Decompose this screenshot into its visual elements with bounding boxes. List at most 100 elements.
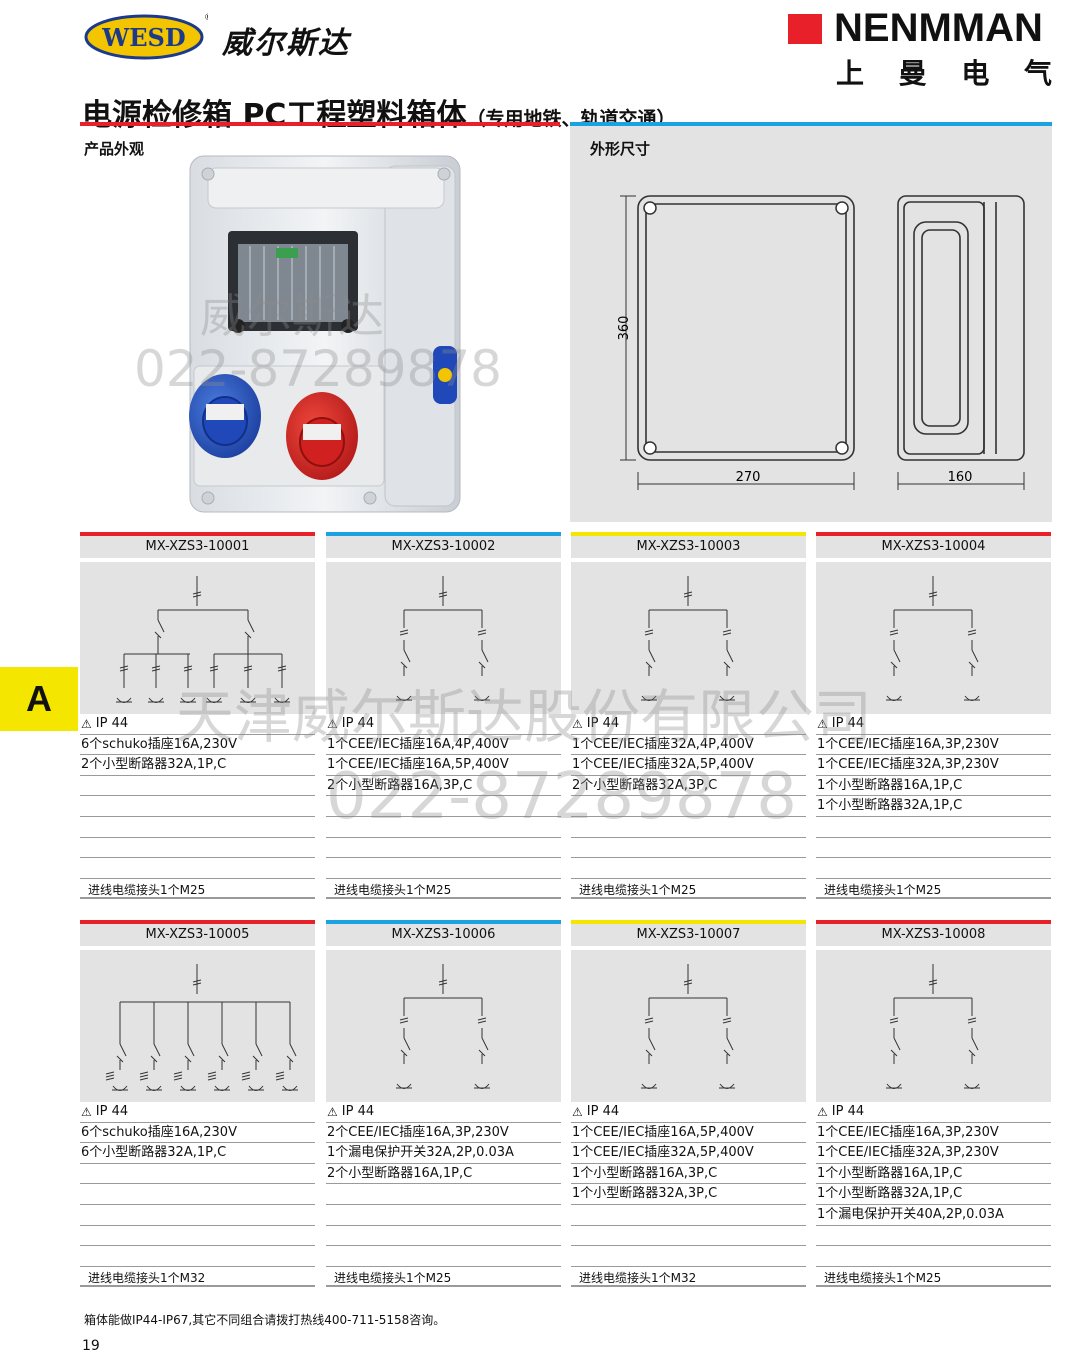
- circuit-line: [400, 661, 408, 669]
- circuit-line: [173, 1074, 183, 1078]
- spec-row: [571, 858, 806, 879]
- spec-row: [80, 838, 315, 859]
- circuit-line: [722, 632, 732, 636]
- circuit-line: [157, 619, 165, 633]
- spec-row: [816, 838, 1051, 859]
- circuit-line: [683, 979, 693, 983]
- circuit-line: [403, 1037, 411, 1051]
- circuit-line: [119, 668, 129, 672]
- product-photo-area: 产品外观: [80, 126, 560, 522]
- spec-row: 1个小型断路器32A,1P,C: [816, 1184, 1051, 1205]
- spec-row: [326, 1226, 561, 1247]
- spec-row: [571, 817, 806, 838]
- circuit-line: [187, 1043, 195, 1057]
- ip-rating-row: ⚠IP 44: [326, 714, 561, 735]
- circuit-diagram-svg: [105, 964, 298, 1091]
- circuit-line: [399, 632, 409, 636]
- circuit-line: [722, 1017, 732, 1021]
- circuit-line: [289, 1043, 297, 1057]
- product-model: MX-XZS3-10007: [571, 924, 806, 946]
- circuit-line: [723, 1049, 731, 1057]
- circuit-line: [889, 632, 899, 636]
- wesd-chinese-name: 威尔斯达: [222, 26, 350, 61]
- nenmman-chinese-name: 上 曼 电 气: [836, 52, 1052, 92]
- cable-gland: 进线电缆接头1个M25: [816, 1267, 1051, 1287]
- spec-row: 1个CEE/IEC插座16A,5P,400V: [571, 1123, 806, 1144]
- circuit-line: [105, 1074, 115, 1078]
- spec-row: [571, 1226, 806, 1247]
- circuit-line: [255, 1043, 263, 1057]
- title-underline-red: [80, 122, 560, 126]
- circuit-line: [644, 1020, 654, 1024]
- spec-row: [326, 838, 561, 859]
- card-color-bar: [571, 532, 806, 536]
- cable-gland: 进线电缆接头1个M25: [326, 1267, 561, 1287]
- circuit-line: [183, 668, 193, 672]
- spec-row: 2个小型断路器16A,1P,C: [326, 1164, 561, 1185]
- circuit-line: [971, 1037, 979, 1051]
- dimension-width-label: 270: [736, 470, 761, 485]
- spec-row: 2个CEE/IEC插座16A,3P,230V: [326, 1123, 561, 1144]
- circuit-diagram: [326, 562, 561, 714]
- spec-row: 1个CEE/IEC插座16A,3P,230V: [816, 735, 1051, 756]
- wesd-logo: WESD ®: [84, 13, 208, 60]
- circuit-line: [207, 1077, 217, 1081]
- warning-triangle-icon: ⚠: [572, 716, 583, 731]
- circuit-line: [438, 979, 448, 983]
- ip-rating-row: ⚠IP 44: [80, 1102, 315, 1123]
- circuit-diagram: [326, 950, 561, 1102]
- spec-row: 1个CEE/IEC插座32A,3P,230V: [816, 755, 1051, 776]
- spec-row: 1个CEE/IEC插座32A,5P,400V: [571, 755, 806, 776]
- ip-rating: IP 44: [95, 1103, 129, 1119]
- circuit-line: [890, 661, 898, 669]
- spec-row: 2个小型断路器16A,3P,C: [326, 776, 561, 797]
- ip-rating: IP 44: [586, 715, 620, 731]
- spec-row: 1个CEE/IEC插座16A,4P,400V: [326, 735, 561, 756]
- circuit-line: [173, 1071, 183, 1075]
- spec-row: [80, 1205, 315, 1226]
- warning-triangle-icon: ⚠: [817, 716, 828, 731]
- circuit-line: [192, 594, 202, 598]
- circuit-line: [399, 629, 409, 633]
- circuit-line: [286, 1055, 294, 1063]
- circuit-line: [438, 982, 448, 986]
- cable-gland: 进线电缆接头1个M25: [816, 879, 1051, 899]
- circuit-line: [192, 982, 202, 986]
- card-color-bar: [816, 532, 1051, 536]
- circuit-line: [116, 1055, 124, 1063]
- wesd-logo-text: WESD: [101, 23, 185, 52]
- spec-row: [816, 858, 1051, 879]
- product-model: MX-XZS3-10008: [816, 924, 1051, 946]
- circuit-line: [722, 629, 732, 633]
- spec-row: [80, 1246, 315, 1267]
- spec-row: [326, 1184, 561, 1205]
- product-model: MX-XZS3-10001: [80, 536, 315, 558]
- circuit-line: [644, 1017, 654, 1021]
- circuit-line: [241, 1074, 251, 1078]
- circuit-diagram-svg: [396, 576, 490, 701]
- circuit-line: [889, 1017, 899, 1021]
- nenmman-logo-square: [788, 14, 822, 44]
- spec-row: [80, 858, 315, 879]
- circuit-line: [184, 1055, 192, 1063]
- circuit-line: [207, 1071, 217, 1075]
- spec-row: 1个小型断路器32A,1P,C: [816, 796, 1051, 817]
- circuit-line: [928, 982, 938, 986]
- circuit-line: [105, 1071, 115, 1075]
- circuit-line: [247, 619, 255, 633]
- circuit-line: [683, 594, 693, 598]
- ip-rating: IP 44: [831, 715, 865, 731]
- circuit-line: [244, 631, 252, 639]
- circuit-diagram-svg: [641, 964, 735, 1089]
- circuit-line: [252, 1055, 260, 1063]
- page-title-main: 电源检修箱 PC工程塑料箱体: [82, 98, 467, 133]
- spec-row: 1个CEE/IEC插座16A,3P,230V: [816, 1123, 1051, 1144]
- card-color-bar: [816, 920, 1051, 924]
- circuit-line: [968, 661, 976, 669]
- dimension-panel: 外形尺寸 360 270 160: [570, 126, 1052, 522]
